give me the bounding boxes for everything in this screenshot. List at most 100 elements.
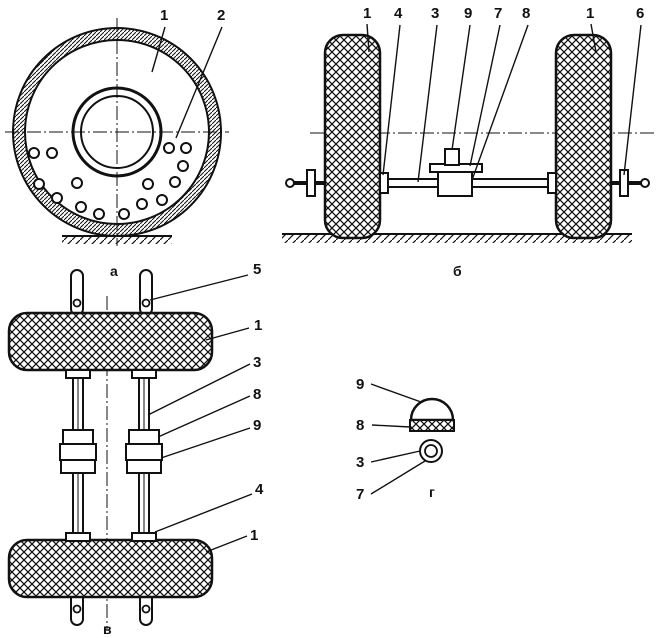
label-1-right: 1: [586, 5, 594, 22]
label-2: 2: [217, 7, 225, 24]
label-1: 1: [254, 317, 262, 334]
leader: [451, 24, 471, 151]
leader: [149, 274, 249, 301]
label-1: 1: [363, 5, 371, 22]
pin-top-right: [139, 269, 153, 316]
label-7: 7: [356, 486, 364, 503]
hole: [75, 201, 87, 213]
block-upper-left: [62, 429, 94, 445]
caption-b: б: [453, 263, 462, 279]
hole: [156, 194, 168, 206]
block-base-left: [60, 459, 96, 474]
knob-section: [409, 397, 455, 422]
pin-hole: [72, 604, 82, 614]
hole: [118, 208, 130, 220]
leader-1: [151, 26, 166, 73]
leader: [371, 424, 411, 428]
caption-a: а: [110, 263, 118, 279]
weight-holes: [28, 142, 192, 220]
hole: [33, 178, 45, 190]
label-9: 9: [356, 376, 364, 393]
spacer-right: [547, 172, 557, 194]
hole: [163, 142, 175, 154]
leader: [623, 24, 642, 176]
label-9: 9: [253, 417, 261, 434]
spacer: [131, 532, 157, 542]
view-b: 1 4 3 9 7 8 1 6 б: [282, 5, 655, 279]
block-section: [409, 419, 455, 432]
nut-left: [306, 169, 316, 197]
label-7: 7: [494, 5, 502, 22]
leader: [205, 535, 248, 553]
label-4: 4: [255, 481, 264, 498]
pin-top-left: [70, 269, 84, 316]
label-3: 3: [431, 5, 439, 22]
pin-hole: [141, 298, 151, 308]
hole: [28, 147, 40, 159]
leader: [157, 395, 251, 438]
pin-hole: [141, 604, 151, 614]
label-4: 4: [394, 5, 403, 22]
wheel-top: [7, 311, 214, 372]
leader: [382, 24, 401, 176]
spacer: [131, 369, 157, 379]
view-g: 9 8 3 7 г: [356, 376, 455, 503]
label-8: 8: [522, 5, 530, 22]
spacer-left: [379, 172, 389, 194]
caption-v: в: [103, 621, 112, 637]
block-upper-right: [128, 429, 160, 445]
label-8: 8: [356, 417, 364, 434]
label-3: 3: [356, 454, 364, 471]
label-6: 6: [636, 5, 644, 22]
hole: [169, 176, 181, 188]
hole: [46, 147, 58, 159]
spacer: [65, 532, 91, 542]
leader: [590, 23, 597, 53]
leader: [147, 363, 251, 416]
leader: [471, 24, 529, 181]
caption-g: г: [429, 484, 435, 500]
leader: [205, 327, 250, 341]
block-lower-left: [59, 443, 97, 461]
hole: [180, 142, 192, 154]
hole: [136, 198, 148, 210]
wheel-left: [323, 33, 382, 240]
leader: [417, 24, 438, 183]
leader: [370, 383, 422, 403]
ground-hatch: [282, 234, 632, 243]
label-5: 5: [253, 261, 261, 278]
block: [437, 171, 473, 197]
leader: [154, 493, 253, 533]
label-1: 1: [160, 7, 168, 24]
ground-hatch: [62, 236, 172, 244]
pin-left: [285, 178, 295, 188]
pin-hole: [72, 298, 82, 308]
pin-right: [640, 178, 650, 188]
hole: [71, 177, 83, 189]
label-3: 3: [253, 354, 261, 371]
label-1-bottom: 1: [250, 527, 258, 544]
block-base-right: [126, 459, 162, 474]
spacer: [65, 369, 91, 379]
hole: [51, 192, 63, 204]
leader: [370, 450, 421, 463]
leader: [469, 24, 501, 167]
label-9: 9: [464, 5, 472, 22]
leader: [370, 460, 426, 495]
label-8: 8: [253, 386, 261, 403]
view-v: 5 1 3 8 9 4 1 в: [7, 261, 264, 637]
view-a: 1 2 а: [5, 7, 229, 279]
leader: [366, 23, 370, 53]
leader: [160, 427, 251, 459]
hole: [177, 160, 189, 172]
leader-2: [175, 26, 223, 139]
block-lower-right: [125, 443, 163, 461]
wheel-bottom: [7, 538, 214, 599]
hole: [142, 178, 154, 190]
wheel-right: [554, 33, 613, 240]
axle-section-inner: [424, 444, 438, 458]
hole: [93, 208, 105, 220]
knob: [444, 148, 460, 166]
